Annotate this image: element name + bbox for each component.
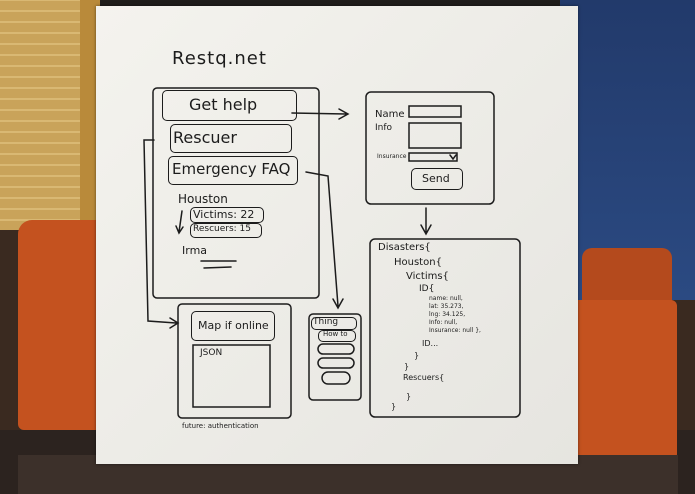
get-help-button[interactable]: Get help xyxy=(162,90,297,121)
houston-arrow xyxy=(175,210,184,235)
rescuers-count-box: Rescuers: 15 xyxy=(190,223,262,238)
victims-count: Victims: 22 xyxy=(193,208,255,221)
json-line-2: Houston{ xyxy=(394,257,442,268)
get-help-label: Get help xyxy=(189,95,258,114)
json-line-12: } xyxy=(404,362,410,371)
json-line-7: lng: 34.125, xyxy=(429,311,466,318)
json-line-13: Rescuers{ xyxy=(403,373,445,382)
irma-scribbles xyxy=(200,260,237,269)
json-line-11: } xyxy=(414,351,420,360)
map-frame xyxy=(177,303,292,419)
json-line-10: ID... xyxy=(422,339,439,348)
json-preview-label: JSON xyxy=(200,348,223,358)
form-frame xyxy=(365,91,495,205)
rescuers-count: Rescuers: 15 xyxy=(193,224,251,234)
faq-thing-label: Thing xyxy=(313,317,339,327)
name-field xyxy=(408,105,462,118)
json-line-8: Info: null, xyxy=(429,319,458,326)
footer-note: future: authentication xyxy=(182,422,259,430)
app-title: Restq.net xyxy=(172,48,267,69)
arrow-to-json xyxy=(420,207,432,236)
map-button[interactable]: Map if online xyxy=(191,311,275,341)
faq-howto-box[interactable]: How to xyxy=(318,330,356,342)
json-line-1: Disasters{ xyxy=(378,242,431,253)
send-button[interactable]: Send xyxy=(411,168,463,190)
whiteboard: Restq.net Get help Rescuer Emergency FAQ… xyxy=(96,6,578,464)
insurance-label: Insurance xyxy=(377,153,407,160)
json-line-9: Insurance: null }, xyxy=(429,327,481,334)
info-field xyxy=(408,122,462,149)
chevron-down-icon xyxy=(449,154,457,161)
orange-chair-far xyxy=(582,248,672,310)
map-label: Map if online xyxy=(198,319,269,332)
json-line-4: ID{ xyxy=(419,284,435,294)
sketch-lines xyxy=(143,87,521,419)
json-line-14: } xyxy=(406,392,412,401)
emergency-faq-label: Emergency FAQ xyxy=(172,160,291,178)
info-label: Info xyxy=(375,123,393,133)
rescuer-label: Rescuer xyxy=(173,128,237,147)
json-line-6: lat: 35.273, xyxy=(429,303,464,310)
faq-item-3 xyxy=(321,371,351,385)
faq-frame xyxy=(308,313,362,401)
emergency-faq-button[interactable]: Emergency FAQ xyxy=(168,156,298,185)
faq-howto-label: How to xyxy=(323,330,348,338)
name-label: Name xyxy=(375,109,405,120)
arrow-to-form xyxy=(291,108,350,120)
faq-item-2 xyxy=(317,357,355,369)
rescuer-button[interactable]: Rescuer xyxy=(170,124,292,153)
send-label: Send xyxy=(422,172,450,185)
insurance-select xyxy=(408,152,458,162)
faq-item-1 xyxy=(317,343,355,355)
json-preview-box xyxy=(192,344,271,408)
faq-thing-box[interactable]: Thing xyxy=(311,317,357,330)
victims-count-box: Victims: 22 xyxy=(190,207,264,223)
json-line-3: Victims{ xyxy=(406,271,449,282)
arrow-to-faq xyxy=(305,171,344,310)
json-frame xyxy=(369,238,521,418)
irma-label[interactable]: Irma xyxy=(182,244,208,257)
homepage-frame xyxy=(152,87,320,299)
json-line-5: name: null, xyxy=(429,295,463,302)
json-line-15: } xyxy=(391,402,397,411)
houston-label[interactable]: Houston xyxy=(178,192,228,206)
